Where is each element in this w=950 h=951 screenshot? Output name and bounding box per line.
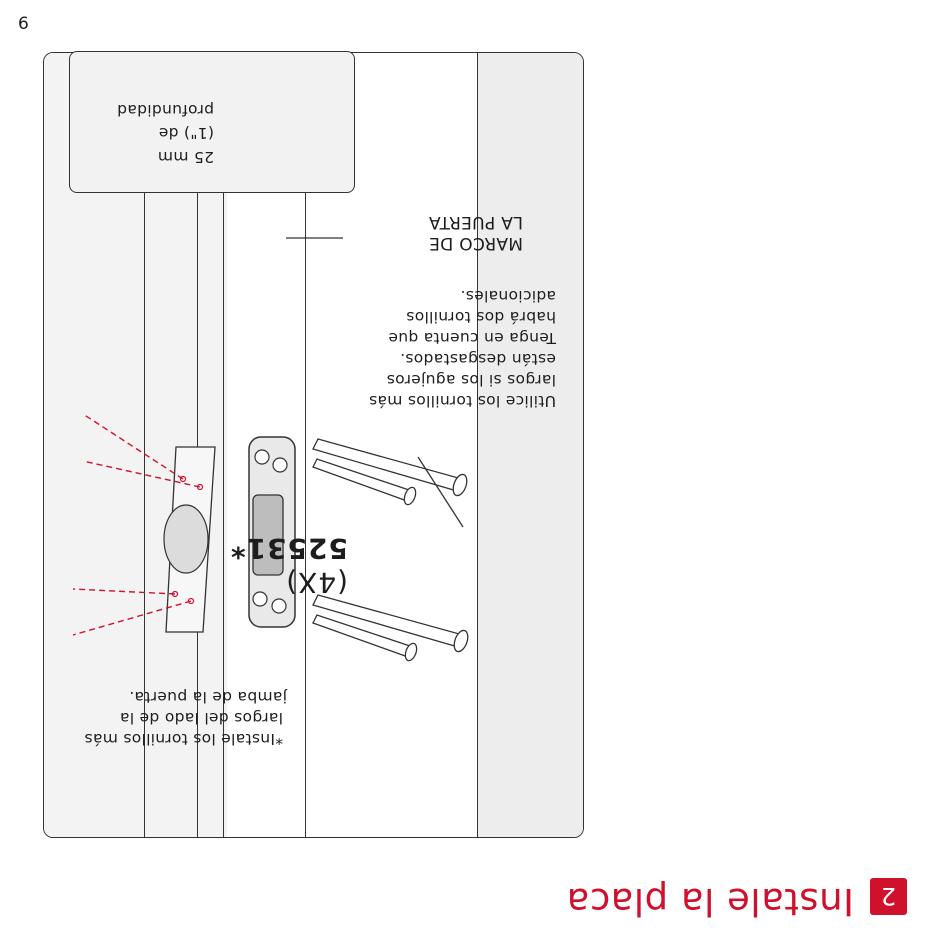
callout-line: (1") de <box>159 122 215 143</box>
note-screws-line: Utilice los tornillos más <box>369 390 556 411</box>
note-screws-line: habrá dos tornillos <box>406 306 556 327</box>
note-install-line: *Instale los tornillos más <box>84 728 283 749</box>
frame-label: LA PUERTA <box>429 211 523 232</box>
note-install-line: largos del lado de la <box>120 707 283 728</box>
step-title: Instale la placa <box>566 880 854 923</box>
frame-label: MARCO DE <box>429 232 523 253</box>
note-screws-line: adicionales. <box>460 285 556 306</box>
note-screws-line: Tenga en cuenta que <box>388 327 556 348</box>
note-screws-line: largos si los agujeros <box>386 369 556 390</box>
note-install-line: jamba de la puerta. <box>129 686 287 707</box>
callout-line: profundidad <box>117 99 214 120</box>
part-qty: (4X) <box>285 565 348 599</box>
part-code: 52531* <box>230 531 348 565</box>
note-screws-line: están desgastados. <box>400 348 556 369</box>
step-number-badge: 2 <box>870 878 907 915</box>
callout-line: 25 mm <box>158 146 214 167</box>
depth-callout: 25 mm (1") de profundidad <box>69 51 355 193</box>
